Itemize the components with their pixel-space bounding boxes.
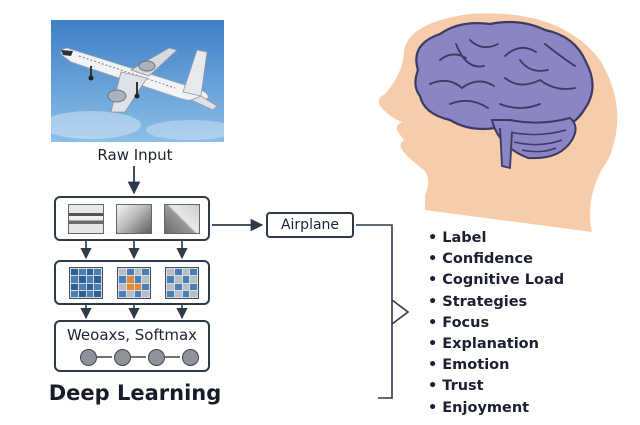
list-item: Label	[428, 228, 564, 249]
airplane-image	[51, 20, 224, 142]
list-item: Cognitive Load	[428, 270, 564, 291]
output-node	[182, 349, 199, 366]
feature-map-3	[165, 267, 199, 299]
feature-filters-panel	[54, 196, 210, 241]
filter-diagonal-1	[116, 204, 152, 234]
list-item: Confidence	[428, 249, 564, 270]
softmax-panel: Weoaxs, Softmax	[54, 320, 210, 372]
raw-input-label: Raw Input	[97, 146, 173, 164]
airplane-photo	[51, 20, 224, 142]
output-node	[114, 349, 131, 366]
brain-icon	[414, 20, 594, 170]
softmax-label: Weoaxs, Softmax	[66, 326, 198, 344]
list-item: Enjoyment	[428, 398, 564, 419]
list-item: Strategies	[428, 292, 564, 313]
output-node	[80, 349, 97, 366]
curly-brace	[391, 299, 410, 325]
list-item: Emotion	[428, 355, 564, 376]
bracket-connector	[356, 224, 393, 399]
filter-diagonal-2	[164, 204, 200, 234]
output-node	[148, 349, 165, 366]
feature-map-2	[117, 267, 151, 299]
prediction-box: Airplane	[266, 212, 354, 238]
list-item: Explanation	[428, 334, 564, 355]
deep-learning-title: Deep Learning	[48, 381, 222, 405]
list-item: Focus	[428, 313, 564, 334]
filter-horizontal	[68, 204, 104, 234]
feature-maps-panel	[54, 260, 210, 305]
feature-map-1	[69, 267, 103, 299]
list-item: Trust	[428, 376, 564, 397]
human-outputs-list: Label Confidence Cognitive Load Strategi…	[428, 228, 564, 419]
